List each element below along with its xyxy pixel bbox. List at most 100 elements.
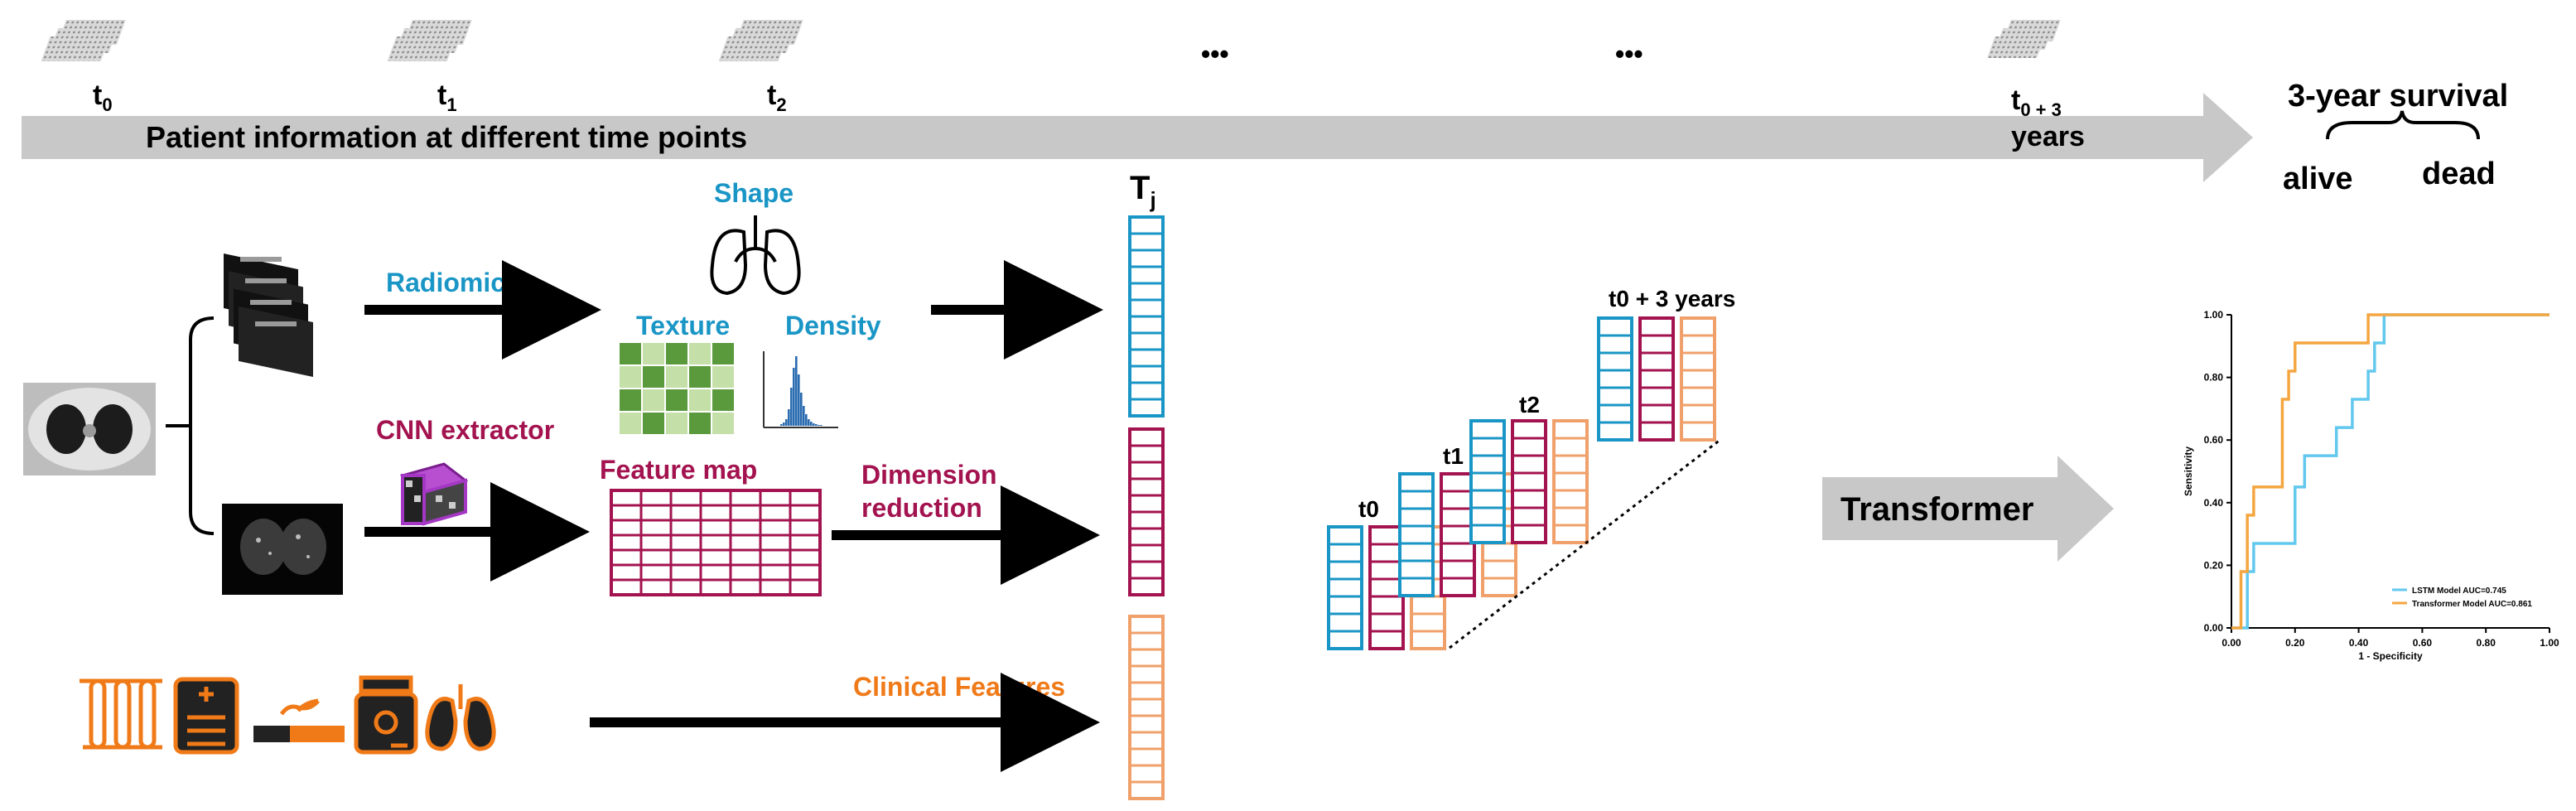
- density-label: Density: [785, 311, 881, 340]
- texture-cell: [666, 343, 687, 364]
- density-bar: [803, 406, 805, 426]
- density-bar: [813, 423, 815, 426]
- texture-cell: [712, 413, 734, 434]
- texture-cell: [643, 343, 664, 364]
- texture-cell: [689, 413, 711, 434]
- outcome-dead: dead: [2422, 157, 2496, 191]
- density-bar: [810, 422, 813, 426]
- seq-label-t2: t2: [1519, 392, 1540, 418]
- density-bar: [800, 393, 803, 426]
- roc-y-tick-label: 0.60: [2204, 434, 2224, 446]
- roc-y-tick-label: 0.20: [2204, 559, 2224, 571]
- seq-label-tend: t0 + 3 years: [1609, 286, 1735, 311]
- texture-cell: [643, 366, 664, 388]
- lungs-clinical-icon: [425, 684, 496, 751]
- density-bar: [793, 368, 795, 426]
- roc-y-tick-label: 0.00: [2204, 622, 2224, 634]
- timeline: t0 t1 t2 ••• ••• t0 + 3 years Patient in…: [22, 20, 2253, 182]
- density-bar: [820, 425, 822, 426]
- roc-series-line-1: [2231, 313, 2549, 630]
- texture-cell: [689, 366, 711, 388]
- transformer-arrow: [1822, 456, 2114, 562]
- time-label-t2: t2: [767, 80, 787, 115]
- seq-cnn-column: [1511, 419, 1547, 544]
- seq-label-t0: t0: [1358, 496, 1379, 522]
- seq-cnn-column: [1440, 472, 1476, 597]
- seq-clinical-column: [1552, 419, 1589, 544]
- temporal-sequence: [1327, 316, 1716, 650]
- roc-x-tick-label: 0.80: [2477, 637, 2496, 649]
- texture-cell: [689, 389, 711, 411]
- feature-map-label: Feature map: [600, 455, 757, 485]
- texture-cell: [643, 413, 664, 434]
- segmented-lung-image: [222, 504, 343, 595]
- density-bar: [788, 409, 790, 426]
- roc-series-line-0: [2231, 313, 2549, 630]
- texture-cell: [666, 366, 687, 388]
- transformer-label: Transformer: [1840, 491, 2033, 528]
- texture-label: Texture: [636, 311, 730, 340]
- texture-cell: [620, 413, 641, 434]
- ct-stack-icon-t0: [41, 20, 126, 61]
- clinical-features-label: Clinical Features: [853, 672, 1065, 702]
- roc-y-axis-label: Sensitivity: [2183, 447, 2194, 496]
- seq-radiomics-column: [1597, 316, 1633, 442]
- ct-stack-icon-t1: [387, 20, 472, 61]
- vector-title: Tj: [1130, 170, 1156, 212]
- texture-cell: [643, 389, 664, 411]
- density-bar: [780, 424, 783, 426]
- texture-cell: [620, 366, 641, 388]
- roc-y-tick-label: 0.80: [2204, 372, 2224, 384]
- roc-legend-label: LSTM Model AUC=0.745: [2412, 587, 2506, 596]
- time-label-t0: t0: [93, 80, 113, 115]
- density-bar: [795, 356, 798, 426]
- ct-stack-icon-tend: [1987, 20, 2061, 58]
- shape-label: Shape: [714, 178, 794, 208]
- dimension-reduction-label-1: Dimension: [861, 460, 997, 490]
- density-bar: [815, 424, 818, 426]
- outcome-bracket: [2326, 110, 2480, 140]
- roc-x-axis-label: 1 - Specificity: [2358, 650, 2423, 662]
- texture-cell: [712, 366, 734, 388]
- time-label-t1: t1: [437, 80, 457, 115]
- seq-label-t1: t1: [1443, 443, 1464, 469]
- texture-cell: [666, 413, 687, 434]
- ellipsis-2: •••: [1615, 39, 1643, 69]
- density-bar: [808, 419, 810, 426]
- outcome-title: 3-year survival: [2288, 79, 2508, 113]
- seq-cnn-column: [1638, 316, 1675, 442]
- texture-grid: [620, 343, 734, 434]
- outcome-alive: alive: [2283, 162, 2353, 196]
- ct-slice-stack: [224, 253, 313, 377]
- survival-outcome: 3-year survival alive dead: [2283, 79, 2508, 196]
- branch-bracket: [166, 316, 215, 535]
- cnn-extractor-label: CNN extractor: [376, 415, 554, 445]
- ct-stack-icon-t2: [718, 20, 803, 61]
- seq-cnn-column: [1368, 525, 1405, 650]
- seq-radiomics-column: [1327, 525, 1363, 650]
- seq-radiomics-column: [1469, 419, 1506, 544]
- ct-input-image: [23, 383, 156, 475]
- seq-group-t2: [1469, 419, 1589, 544]
- seq-clinical-column: [1680, 316, 1716, 442]
- seq-group-tend: [1597, 316, 1716, 442]
- medical-record-icon: [173, 677, 239, 755]
- sequence-dotted-line: [1449, 437, 1722, 649]
- texture-cell: [620, 389, 641, 411]
- timeline-label: Patient information at different time po…: [146, 120, 747, 154]
- test-tubes-icon: [80, 678, 162, 750]
- feature-map-grid: [610, 489, 822, 596]
- dimension-reduction-label-2: reduction: [861, 493, 982, 523]
- tj-vector: [1128, 215, 1165, 800]
- clinical-icons: [80, 675, 496, 755]
- texture-cell: [712, 389, 734, 411]
- pill-bottle-icon: [354, 675, 418, 755]
- roc-x-tick-label: 0.00: [2221, 637, 2241, 649]
- roc-legend-label: Transformer Model AUC=0.861: [2412, 600, 2532, 609]
- texture-cell: [666, 389, 687, 411]
- density-bar: [798, 374, 800, 426]
- roc-x-tick-label: 1.00: [2540, 637, 2559, 649]
- density-bar: [790, 388, 793, 426]
